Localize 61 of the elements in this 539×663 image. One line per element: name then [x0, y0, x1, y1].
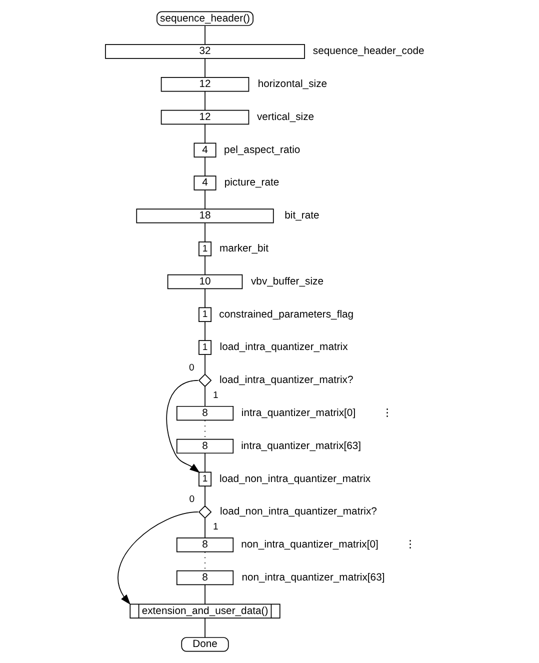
arrow	[166, 380, 200, 473]
connector	[204, 222, 206, 242]
node-label: constrained_parameters_flag	[219, 309, 354, 320]
connector	[204, 156, 206, 176]
node-box: 12	[160, 77, 250, 92]
node-box: 8	[176, 570, 234, 586]
node-box: 1	[198, 307, 212, 322]
node-box: 8	[176, 438, 234, 454]
edge-label: 0	[189, 362, 194, 374]
node-box: 4	[194, 142, 216, 158]
connector	[204, 256, 206, 275]
node-label: pel_aspect_ratio	[224, 144, 300, 156]
node-box: 32	[105, 44, 305, 59]
connector	[204, 321, 206, 341]
connector	[204, 452, 206, 472]
node-label: sequence_header_code	[312, 46, 424, 58]
connector	[204, 124, 206, 144]
connector	[204, 486, 206, 506]
connector	[204, 618, 206, 638]
label: ⋮	[382, 408, 392, 419]
edge-label: 1	[212, 522, 218, 533]
edge-label: 1	[212, 390, 218, 402]
node-box: 12	[160, 110, 250, 125]
node-label: non_intra_quantizer_matrix[63]	[242, 572, 385, 584]
node-label: load_non_intra_quantizer_matrix	[219, 474, 371, 485]
node-label: intra_quantizer_matrix[0]	[241, 408, 356, 419]
node-box: 4	[194, 176, 216, 190]
node-box: 1	[198, 472, 212, 486]
node-label: vertical_size	[256, 112, 314, 123]
node-label: marker_bit	[219, 244, 268, 255]
node-label: vbv_buffer_size	[251, 276, 324, 288]
connector	[204, 91, 206, 111]
connector	[204, 58, 206, 78]
node-box: 18	[136, 208, 274, 224]
edge-label: 0	[189, 494, 195, 505]
node-label: non_intra_quantizer_matrix[0]	[241, 540, 378, 551]
node-label: picture_rate	[224, 178, 280, 189]
node-label: load_intra_quantizer_matrix?	[219, 375, 354, 386]
connector	[204, 518, 206, 538]
node-box: 8	[176, 406, 234, 421]
node-label: horizontal_size	[258, 79, 328, 90]
node-box: 1	[198, 241, 212, 256]
node-box: 10	[167, 274, 243, 290]
connector	[204, 584, 206, 605]
node-label: intra_quantizer_matrix[63]	[241, 440, 362, 452]
connector	[204, 190, 206, 210]
connector	[204, 25, 206, 45]
connector	[204, 354, 206, 375]
label: ⋮	[405, 540, 416, 551]
connector	[204, 386, 206, 407]
node-label: load_intra_quantizer_matrix	[220, 342, 348, 354]
node-label: load_non_intra_quantizer_matrix?	[220, 506, 377, 518]
node-box: 8	[176, 538, 234, 552]
node-box: sequence_header()	[156, 11, 254, 26]
connector	[204, 288, 206, 308]
node-box: Done	[181, 637, 229, 652]
node-diamond	[198, 505, 212, 519]
node-label: bit_rate	[284, 210, 320, 222]
node-diamond	[198, 374, 212, 388]
node-box: 1	[198, 340, 212, 355]
arrow	[118, 512, 199, 605]
